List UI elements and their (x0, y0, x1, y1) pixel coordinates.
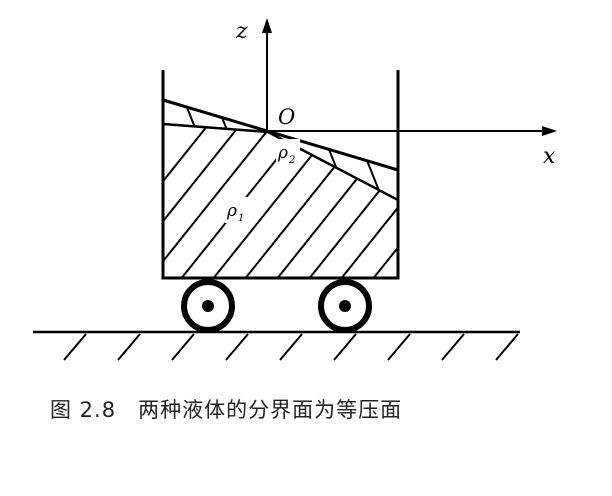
right-wheel (318, 279, 372, 333)
z-axis-label: z (235, 19, 248, 44)
x-axis-arrow-icon (542, 126, 557, 136)
caption-text: 两种液体的分界面为等压面 (138, 398, 403, 422)
free-surface-line (162, 98, 399, 172)
container-walls (161, 70, 400, 280)
svg-text:ρ: ρ (277, 143, 288, 163)
left-wheel (181, 279, 235, 333)
rho2-label: ρ 2 (276, 139, 300, 166)
ground-hatch (63, 333, 519, 361)
interface-line (162, 122, 269, 134)
svg-text:1: 1 (238, 213, 244, 224)
x-axis-label: x (543, 144, 556, 169)
svg-text:ρ: ρ (226, 201, 237, 221)
rho1-label: ρ 1 (225, 197, 249, 224)
z-axis-arrow-icon (262, 18, 272, 33)
figure-caption: 图 2.8 两种液体的分界面为等压面 (0, 394, 612, 424)
caption-number: 图 2.8 (50, 398, 117, 422)
origin-label: O (278, 105, 295, 129)
svg-text:2: 2 (288, 155, 295, 166)
